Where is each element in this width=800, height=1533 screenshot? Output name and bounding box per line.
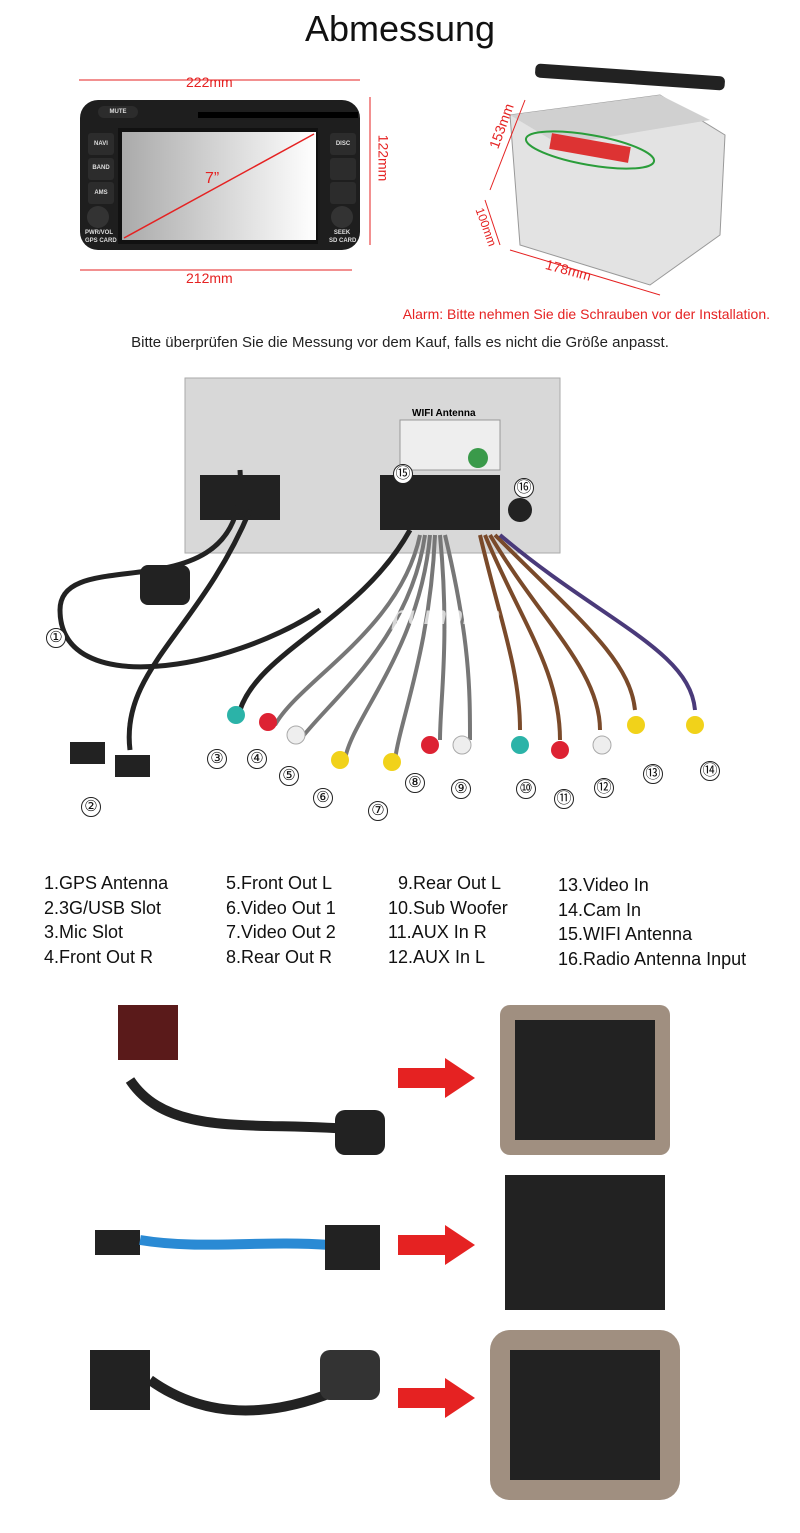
marker-14: ⑭ [700, 761, 720, 781]
legend-item: 8.Rear Out R [226, 946, 333, 967]
gps-card-slot-label: GPS CARD [85, 238, 117, 244]
sd-card-slot-label: SD CARD [329, 238, 357, 244]
marker-10: ⑩ [516, 779, 536, 799]
marker-15: ⑮ [393, 464, 413, 484]
watermark-logo: pumpkin [392, 600, 501, 630]
arrow-icon [398, 1378, 475, 1418]
legend-item: 13.Video In [558, 875, 649, 895]
marker-9: ⑨ [451, 779, 471, 799]
dim-diagonal: 7” [205, 170, 220, 187]
legend-item: 7.Video Out 2 [226, 922, 336, 942]
arrow-icon [398, 1225, 475, 1265]
rear-connection-diagram [57, 377, 704, 777]
disc-button: DISC [335, 141, 351, 147]
legend-item: 1.GPS Antenna [44, 873, 169, 893]
legend-item: 9.Rear Out L [398, 873, 502, 893]
dim-width-bottom: 212mm [186, 270, 233, 286]
marker-12: ⑫ [594, 778, 614, 798]
harness-comparison-images [90, 1005, 680, 1500]
legend-column-2: 5.Front Out L 6.Video Out 1 7.Video Out … [226, 871, 336, 969]
legend-item: 2.3G/USB Slot [44, 897, 162, 918]
marker-6: ⑥ [313, 788, 333, 808]
legend-item: 6.Video Out 1 [226, 897, 336, 918]
legend-item: 15.WIFI Antenna [558, 924, 693, 944]
harness-1 [118, 1005, 385, 1155]
marker-1: ① [46, 628, 66, 648]
marker-3: ③ [207, 749, 227, 769]
mute-button: MUTE [109, 109, 127, 115]
dim-width-top: 222mm [186, 74, 233, 90]
legend-column-3: 9.Rear Out L 10.Sub Woofer 11.AUX In R 1… [388, 871, 508, 969]
marker-8: ⑧ [405, 773, 425, 793]
check-note: Bitte überprüfen Sie die Messung vor dem… [131, 334, 669, 351]
band-button: BAND [92, 165, 110, 171]
marker-5: ⑤ [279, 766, 299, 786]
legend-item: 4.Front Out R [44, 946, 154, 967]
marker-11: ⑪ [554, 789, 574, 809]
legend-column-1: 1.GPS Antenna 2.3G/USB Slot 3.Mic Slot 4… [44, 871, 168, 969]
harness-2 [95, 1225, 380, 1270]
marker-13: ⑬ [643, 764, 663, 784]
harness-3 [90, 1350, 380, 1416]
legend-item: 12.AUX In L [388, 946, 486, 967]
wifi-antenna-label: WIFI Antenna [412, 408, 476, 419]
marker-16: ⑯ [514, 478, 534, 498]
legend-item: 3.Mic Slot [44, 922, 124, 942]
legend-item: 14.Cam In [558, 899, 642, 920]
navi-button: NAVI [94, 141, 108, 147]
legend-item: 10.Sub Woofer [388, 897, 508, 918]
seek-knob-label: SEEK [333, 230, 351, 236]
page-title: Abmessung [304, 8, 496, 49]
legend-item: 11.AUX In R [388, 922, 487, 942]
head-unit-chassis-image [484, 63, 726, 296]
ams-button: AMS [94, 190, 108, 196]
arrow-icon [398, 1058, 475, 1098]
legend-item: 5.Front Out L [226, 873, 333, 893]
pwr-vol-knob-label: PWR/VOL [85, 230, 113, 236]
dim-height: 122mm [375, 134, 392, 182]
legend-item: 16.Radio Antenna Input [558, 948, 747, 969]
alarm-note: Alarm: Bitte nehmen Sie die Schrauben vo… [402, 306, 770, 322]
marker-7: ⑦ [368, 801, 388, 821]
marker-2: ② [81, 797, 101, 817]
head-unit-front-image [79, 79, 371, 271]
marker-4: ④ [247, 749, 267, 769]
legend-column-4: 13.Video In 14.Cam In 15.WIFI Antenna 16… [558, 873, 746, 971]
